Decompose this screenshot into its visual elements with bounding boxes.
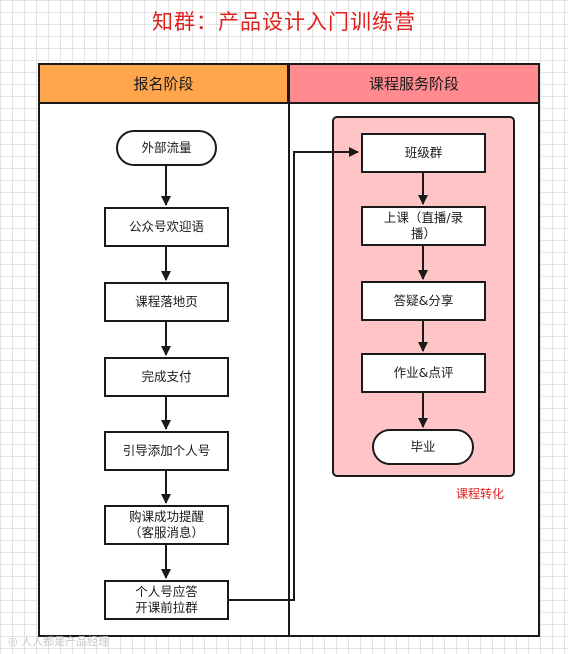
node-attend-class: 上课（直播/录 播） <box>361 206 486 246</box>
node-personal-account-reply: 个人号应答 开课前拉群 <box>104 580 229 620</box>
watermark-icon: ◎ <box>8 635 22 648</box>
node-graduation: 毕业 <box>372 429 474 465</box>
node-payment-complete: 完成支付 <box>104 357 229 397</box>
watermark-logo: ◎ 人人都是产品经理 <box>8 633 109 649</box>
node-class-group: 班级群 <box>361 133 486 173</box>
lane-header-course-service: 课程服务阶段 <box>288 63 540 104</box>
node-external-traffic: 外部流量 <box>116 130 217 166</box>
group-label-course-conversion: 课程转化 <box>455 487 504 501</box>
diagram-title: 知群：产品设计入门训练营 <box>152 10 416 34</box>
lane-divider <box>288 63 290 637</box>
node-qa-share: 答疑&分享 <box>361 281 486 321</box>
node-add-personal-account: 引导添加个人号 <box>104 431 229 471</box>
node-course-landing-page: 课程落地页 <box>104 282 229 322</box>
arrow-reply-to-class-group <box>229 147 359 601</box>
node-purchase-success-notice: 购课成功提醒 （客服消息） <box>104 505 229 545</box>
node-homework-review: 作业&点评 <box>361 353 486 393</box>
watermark-text: 人人都是产品经理 <box>21 635 110 648</box>
node-official-account-welcome: 公众号欢迎语 <box>104 207 229 247</box>
